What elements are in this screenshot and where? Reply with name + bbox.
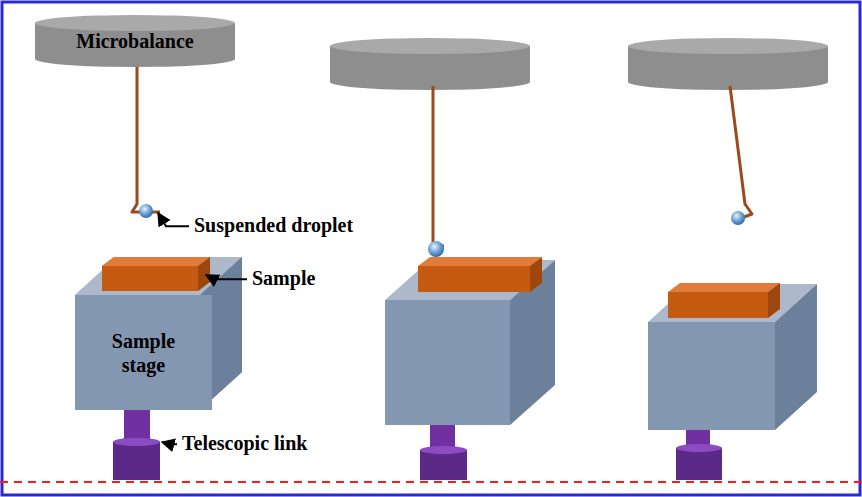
suspension-wire [730, 86, 752, 220]
leader-arrow [158, 213, 189, 226]
microbalance-disk [330, 38, 530, 90]
droplet [731, 211, 745, 225]
leader-arrow [206, 275, 247, 279]
sample-stage [385, 260, 555, 425]
droplet [428, 241, 444, 257]
reference-line [0, 481, 862, 483]
part-label: Telescopic link [182, 431, 307, 455]
microbalance-disk: Microbalance [35, 14, 235, 68]
telescopic-link [676, 428, 722, 480]
sample-block [668, 283, 780, 318]
sample-block [102, 257, 210, 291]
node-text: Sample stage [96, 329, 191, 377]
sample-block [102, 257, 210, 291]
suspension-wire [433, 86, 444, 246]
telescopic-link [113, 408, 160, 480]
sample-block [418, 257, 542, 292]
microbalance-disk [628, 38, 828, 90]
part-label: Suspended droplet [194, 213, 353, 237]
part-label: Sample [252, 266, 315, 290]
sample-stage-front: Sample stage [75, 295, 212, 410]
telescopic-link [420, 423, 467, 480]
node-text: Microbalance [76, 29, 193, 53]
droplet [139, 204, 153, 218]
sample-stage [75, 257, 242, 410]
sample-stage [75, 257, 242, 410]
telescopic-link [113, 408, 160, 480]
leader-arrow [162, 442, 177, 444]
sample-stage [648, 284, 817, 430]
microbalance-disk [35, 15, 235, 67]
suspension-wire [132, 66, 160, 212]
